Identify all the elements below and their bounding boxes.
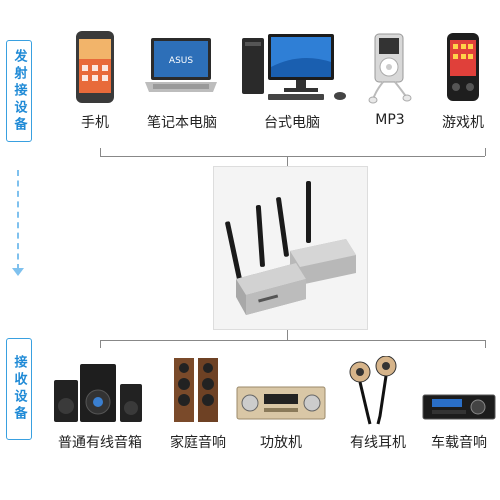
device-label-phone: 手机 [81, 115, 109, 131]
receive-devices-text: 接收设备 [11, 355, 27, 423]
top-connector-tick [100, 148, 101, 156]
wired-earphones-icon [349, 356, 397, 425]
receive-devices-label: 接收设备 [6, 338, 32, 440]
device-label-car-stereo: 车载音响 [431, 435, 487, 451]
top-connector-tick [485, 148, 486, 156]
device-label-mp3: MP3 [375, 112, 405, 128]
device-label-wired-earphones: 有线耳机 [350, 435, 406, 451]
laptop-icon: ASUS [145, 38, 217, 92]
svg-text:ASUS: ASUS [169, 56, 193, 66]
center-device-frame [213, 166, 368, 330]
transmit-devices-text: 发射接设备 [11, 48, 27, 134]
wireless-transmitter-receiver-icon [225, 181, 356, 315]
flow-arrow-line [17, 170, 19, 270]
transmit-devices-label: 发射接设备 [6, 40, 32, 142]
mp3-player-icon [368, 33, 412, 104]
device-label-home-speakers: 家庭音响 [170, 435, 226, 451]
bottom-connector-tick [485, 340, 486, 348]
device-label-laptop: 笔记本电脑 [147, 115, 217, 131]
smartphone-icon [76, 31, 114, 103]
down-arrow-icon [12, 268, 24, 276]
game-console-icon [447, 33, 479, 101]
car-stereo-icon [422, 394, 496, 420]
device-label-amplifier: 功放机 [260, 435, 302, 451]
top-connector-line [100, 156, 485, 157]
device-label-desktop: 台式电脑 [264, 115, 320, 131]
desktop-computer-icon [242, 34, 346, 100]
home-speakers-icon [174, 358, 218, 422]
bottom-connector-line [100, 340, 485, 341]
amplifier-icon [236, 386, 326, 420]
bottom-connector-stem [287, 330, 288, 340]
bottom-connector-tick [100, 340, 101, 348]
device-label-speaker-system: 普通有线音箱 [58, 435, 142, 451]
device-label-game-console: 游戏机 [442, 115, 484, 131]
speaker-system-icon [54, 364, 142, 422]
top-connector-stem [287, 156, 288, 166]
